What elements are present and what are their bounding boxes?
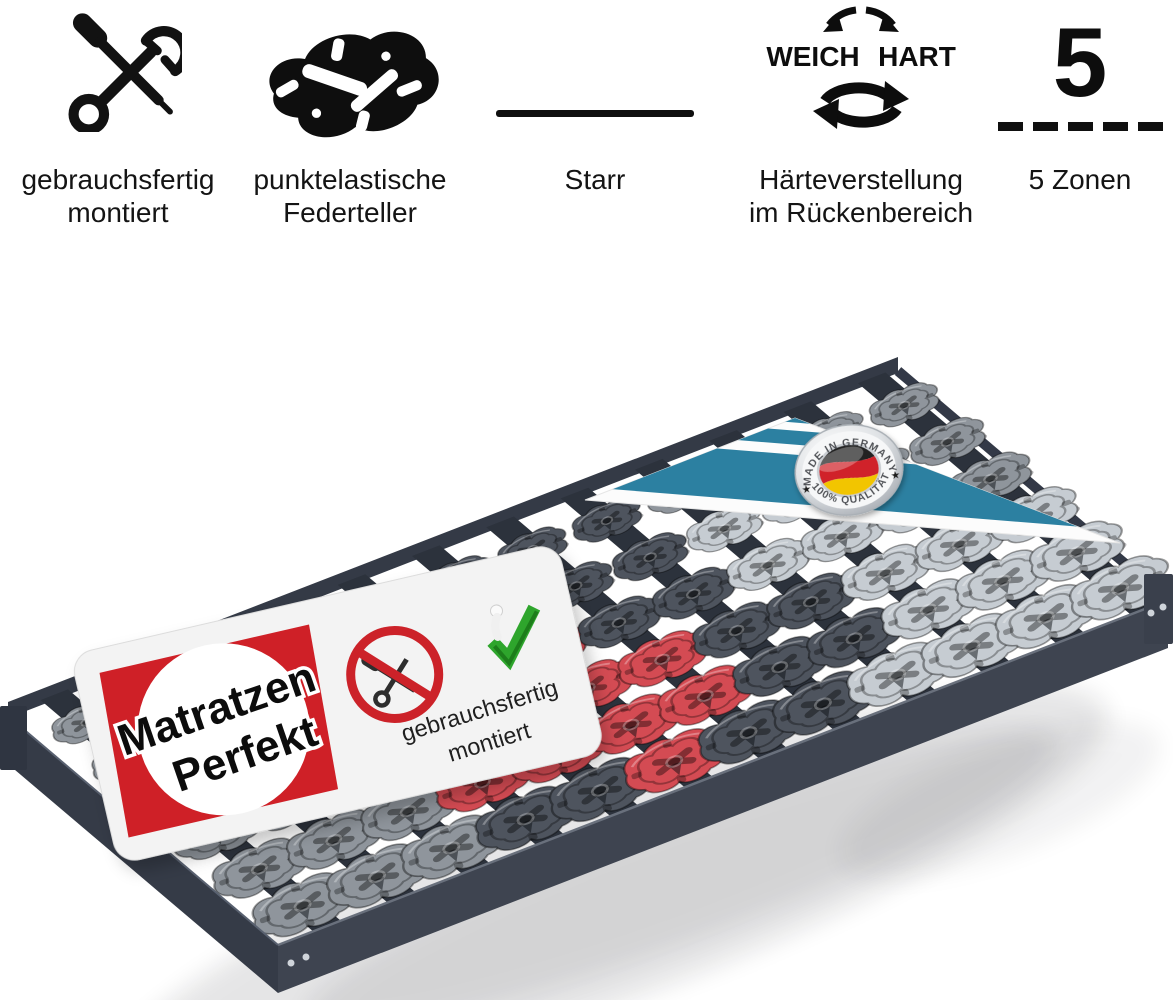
feature-five-zones: 5 5 Zonen <box>985 0 1173 250</box>
brand-card: Matratzen Perfekt gebrauchsfertig montie… <box>73 546 602 861</box>
made-in-germany-badge: MADE IN GERMANY 100% QUALITÄT ★ ★ <box>794 424 904 516</box>
feature-label-line2: im Rückenbereich <box>748 197 974 228</box>
zone-dash <box>1102 122 1128 131</box>
rivet <box>1147 609 1155 617</box>
feature-label-line1: gebrauchsfertig <box>21 164 215 195</box>
star-icon: ★ <box>801 483 813 496</box>
hardness-rotate-icon: WEICH HART <box>766 6 956 129</box>
feature-label-line1: 5 Zonen <box>1028 164 1132 195</box>
rivet <box>1159 603 1167 611</box>
feature-label-line2: Federteller <box>283 197 417 228</box>
feature-point-elastic: punktelastische Federteller <box>235 0 465 250</box>
floor-shadow <box>112 684 1161 1000</box>
green-checkmark-icon <box>487 604 541 671</box>
zone-dash <box>1067 122 1093 131</box>
zone-count: 5 <box>1052 7 1108 117</box>
no-tools-needed-icon <box>346 625 444 723</box>
feature-label-line1: Starr <box>564 164 626 195</box>
feature-ready-mounted: gebrauchsfertig montiert <box>18 0 218 250</box>
rivet <box>287 959 295 967</box>
zone-dash <box>1032 122 1058 131</box>
feature-rigid: Starr <box>475 0 715 250</box>
arrow-right-head <box>879 14 899 32</box>
arrow-left-head <box>823 14 843 32</box>
frame-front-rail <box>278 600 1168 993</box>
zones-dashes <box>997 122 1163 131</box>
feature-label-line1: Härteverstellung <box>759 164 963 195</box>
feature-strip: gebrauchsfertig montiert punkt <box>0 0 1173 260</box>
tools-icon <box>68 13 182 132</box>
zone-dash <box>997 122 1023 131</box>
frame-right-endcap <box>1144 574 1173 644</box>
rivet <box>302 953 310 961</box>
feature-hardness-adjust: WEICH HART Härteverstellung im Rückenber… <box>725 0 997 250</box>
feature-label-line1: punktelastische <box>253 164 447 195</box>
five-zones-icon: 5 <box>997 0 1163 131</box>
feature-label-line2: montiert <box>67 197 169 228</box>
frame-left-endcap <box>0 706 27 770</box>
star-icon: ★ <box>890 469 902 482</box>
spring-plate-icon <box>269 31 439 138</box>
climbing-figure-icon <box>490 604 504 641</box>
hart-label: HART <box>878 41 956 72</box>
zone-dash <box>1137 122 1163 131</box>
rotate-arrows-icon <box>813 81 909 129</box>
weich-label: WEICH <box>766 41 859 72</box>
rigid-line-icon <box>496 110 694 117</box>
